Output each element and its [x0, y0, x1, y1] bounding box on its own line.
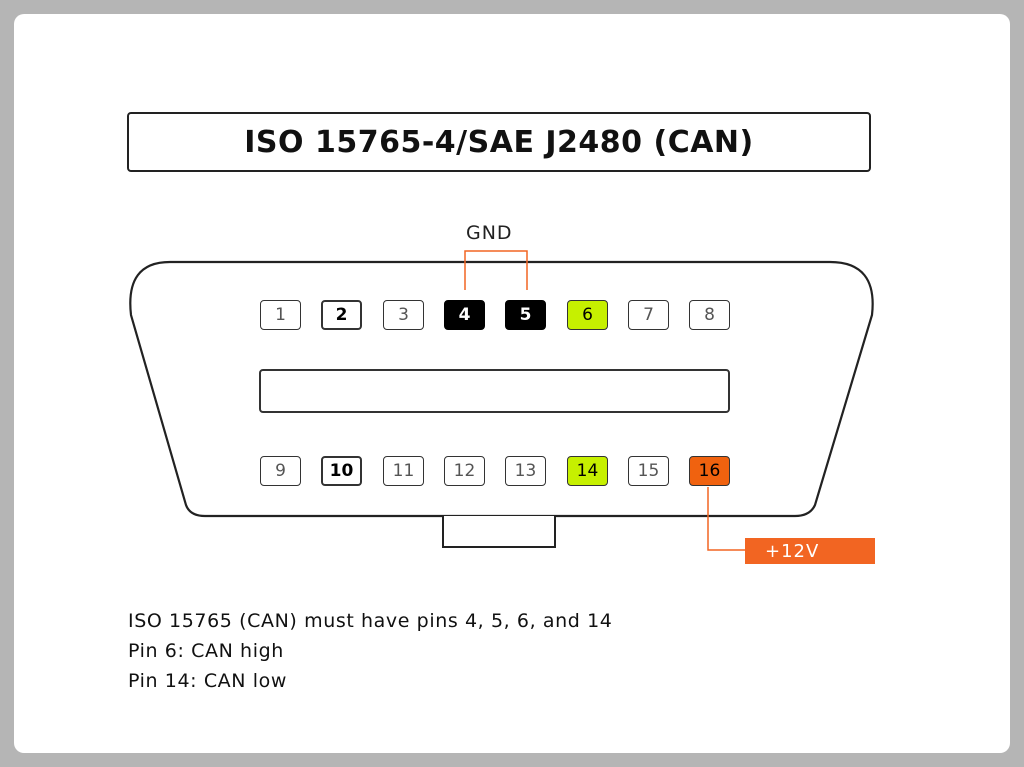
notes: ISO 15765 (CAN) must have pins 4, 5, 6, … [128, 606, 612, 696]
pin-15: 15 [628, 456, 669, 486]
power-wire [707, 487, 746, 551]
pin-16: 16 [689, 456, 730, 486]
pin-3: 3 [383, 300, 424, 330]
pin-6: 6 [567, 300, 608, 330]
connector-key-tab [442, 516, 556, 548]
pin-14: 14 [567, 456, 608, 486]
gnd-label: GND [466, 222, 513, 244]
pin-8: 8 [689, 300, 730, 330]
note-line: Pin 14: CAN low [128, 670, 287, 692]
diagram-title: ISO 15765-4/SAE J2480 (CAN) [127, 112, 871, 172]
pin-11: 11 [383, 456, 424, 486]
note-line: ISO 15765 (CAN) must have pins 4, 5, 6, … [128, 610, 613, 632]
pin-9: 9 [260, 456, 301, 486]
power-label: +12V [745, 538, 875, 564]
pin-2: 2 [321, 300, 362, 330]
pin-1: 1 [260, 300, 301, 330]
pin-7: 7 [628, 300, 669, 330]
connector-center-slot [259, 369, 730, 413]
pin-10: 10 [321, 456, 362, 486]
pin-13: 13 [505, 456, 546, 486]
gnd-wire [464, 250, 528, 290]
pin-4: 4 [444, 300, 485, 330]
note-line: Pin 6: CAN high [128, 640, 284, 662]
pin-5: 5 [505, 300, 546, 330]
pin-12: 12 [444, 456, 485, 486]
